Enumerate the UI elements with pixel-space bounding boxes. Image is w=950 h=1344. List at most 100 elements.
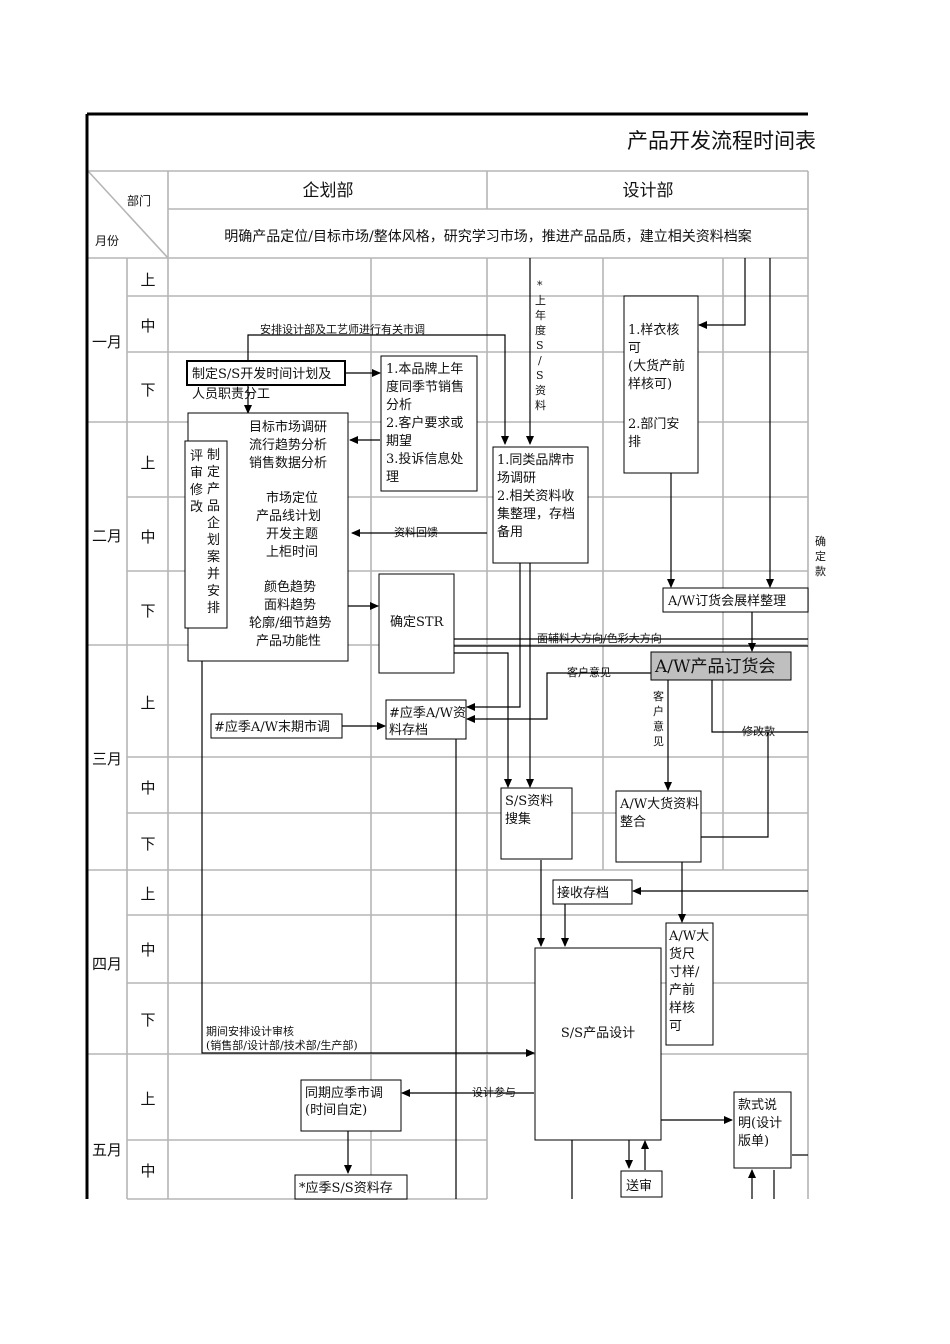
svg-text:送审: 送审 (626, 1179, 652, 1194)
svg-text:货尺: 货尺 (669, 946, 695, 962)
svg-text:2.相关资料收: 2.相关资料收 (497, 489, 574, 504)
last-year-analysis-box: 1.本品牌上年 度同季节销售 分析 2.客户要求或 期望 3.投诉信息处 理 (380, 355, 478, 492)
svg-text:S: S (536, 339, 544, 352)
svg-text:寸样/: 寸样/ (669, 965, 700, 980)
svg-text:2.客户要求或: 2.客户要求或 (386, 415, 463, 431)
svg-text:案: 案 (207, 550, 220, 565)
period-early: 上 (140, 885, 155, 903)
svg-text:定: 定 (815, 549, 826, 563)
svg-text:制定S/S开发时间计划及: 制定S/S开发时间计划及 (192, 366, 331, 382)
svg-text:意: 意 (653, 719, 664, 733)
period-early: 上 (140, 454, 155, 472)
svg-text:资: 资 (535, 384, 546, 397)
period-mid: 中 (140, 317, 155, 335)
svg-text:款: 款 (815, 564, 826, 578)
svg-text:*应季S/S资料存: *应季S/S资料存 (299, 1180, 393, 1196)
svg-text:颜色趋势: 颜色趋势 (264, 579, 316, 595)
svg-text:品: 品 (207, 499, 220, 514)
month-jan: 一月 (92, 333, 122, 351)
month-feb: 二月 (92, 527, 122, 545)
table-grid (87, 170, 809, 1200)
svg-text:修: 修 (190, 483, 203, 498)
svg-text:户: 户 (653, 704, 664, 718)
aw-showroom-box: A/W订货会展样整理 (662, 587, 809, 613)
svg-text:排: 排 (207, 601, 220, 616)
svg-text:度同季节销售: 度同季节销售 (386, 379, 464, 395)
svg-text:划: 划 (207, 533, 220, 548)
confirm-str-box: 确定STR (378, 573, 455, 674)
svg-text:开发主题: 开发主题 (266, 526, 318, 542)
svg-text:理: 理 (386, 470, 399, 485)
svg-text:期望: 期望 (386, 433, 412, 449)
aw-order-meeting-box: A/W产品订货会 (650, 651, 792, 681)
svg-text:S: S (536, 369, 544, 382)
svg-text:市场定位: 市场定位 (266, 490, 318, 506)
svg-text:可: 可 (669, 1019, 682, 1034)
svg-text:(时间自定): (时间自定) (305, 1103, 367, 1118)
period-mid: 中 (140, 528, 155, 546)
aw-archive-box: #应季A/W资 料存档 (385, 699, 467, 740)
svg-text:样核: 样核 (669, 1001, 695, 1016)
receive-archive-box: 接收存档 (552, 879, 633, 905)
period-early: 上 (140, 1090, 155, 1108)
svg-text:接收存档: 接收存档 (557, 885, 609, 901)
svg-text:制: 制 (207, 448, 220, 463)
svg-text:确: 确 (815, 535, 826, 548)
customer-opinion-vertical-label: 客 户 意 见 (653, 689, 664, 748)
dept-design: 设计部 (623, 181, 674, 201)
svg-text:企: 企 (207, 515, 220, 531)
period-mid: 中 (140, 1162, 155, 1180)
period-late: 下 (140, 602, 155, 620)
svg-text:评: 评 (190, 449, 203, 464)
outer-frame (85, 112, 808, 1199)
svg-text:轮廓/细节趋势: 轮廓/细节趋势 (249, 615, 331, 631)
last-year-ss-label: * 上 年 度 S / S 资 料 (535, 279, 546, 412)
arrange-design-label: 安排设计部及工艺师进行有关市调 (260, 322, 425, 336)
svg-text:改: 改 (190, 500, 203, 515)
svg-text:1.样衣核: 1.样衣核 (628, 322, 679, 338)
month-mar: 三月 (92, 750, 122, 768)
svg-text:料存档: 料存档 (389, 723, 428, 738)
svg-text:可: 可 (628, 341, 641, 356)
plan-schedule-box: 制定S/S开发时间计划及 人员职责分工 (186, 360, 346, 402)
style-description-box: 款式说 明(设计 版单) (733, 1091, 792, 1169)
aw-bulk-integrate-box: A/W大货资料 整合 (615, 790, 702, 863)
month-may: 五月 (92, 1141, 122, 1159)
svg-text:销售数据分析: 销售数据分析 (249, 455, 327, 471)
svg-text:3.投诉信息处: 3.投诉信息处 (386, 451, 463, 467)
period-mid: 中 (140, 779, 155, 797)
svg-text:上: 上 (535, 294, 546, 307)
period-early: 上 (140, 694, 155, 712)
svg-text:安: 安 (207, 584, 220, 599)
svg-text:产: 产 (207, 482, 220, 497)
svg-text:A/W大: A/W大 (668, 929, 709, 944)
svg-text:确定STR: 确定STR (390, 615, 445, 630)
formulate-vertical-text: 制 定 产 品 企 划 案 并 安 排 (207, 448, 220, 616)
svg-text:A/W大货资料: A/W大货资料 (619, 796, 699, 812)
svg-text:A/W产品订货会: A/W产品订货会 (654, 657, 775, 677)
period-labels: 上 中 下 上 中 下 上 中 下 上 中 下 上 中 (140, 271, 155, 1180)
svg-text:2.部门安: 2.部门安 (628, 417, 679, 432)
svg-text:同期应季市调: 同期应季市调 (305, 1085, 383, 1101)
ss-design-box: S/S产品设计 (534, 947, 662, 1141)
svg-text:#应季A/W末期市调: #应季A/W末期市调 (214, 719, 330, 735)
month-apr: 四月 (92, 955, 122, 973)
mission-statement: 明确产品定位/目标市场/整体风格，研究学习市场，推进产品品质，建立相关资料档案 (224, 228, 751, 245)
period-late: 下 (140, 381, 155, 399)
svg-text:集整理，存档: 集整理，存档 (497, 506, 575, 522)
svg-text:流行趋势分析: 流行趋势分析 (249, 437, 327, 453)
svg-text:产品线计划: 产品线计划 (256, 509, 321, 524)
period-late: 下 (140, 835, 155, 853)
review-formulate-box: 评 审 修 改 制 定 产 品 企 划 案 并 安 排 (184, 440, 228, 629)
review-during-label-1: 期间安排设计审核 (206, 1024, 294, 1038)
svg-text:目标市场调研: 目标市场调研 (249, 419, 327, 435)
svg-text:场调研: 场调研 (497, 471, 536, 486)
svg-text:面料趋势: 面料趋势 (264, 597, 316, 613)
aw-bulk-size-box: A/W大 货尺 寸样/ 产前 样核 可 (665, 922, 714, 1046)
corner-month-label: 月份 (95, 234, 119, 248)
svg-text:整合: 整合 (620, 815, 646, 830)
period-late: 下 (140, 1011, 155, 1029)
svg-text:产品功能性: 产品功能性 (256, 634, 321, 649)
svg-text:版单): 版单) (738, 1134, 769, 1149)
